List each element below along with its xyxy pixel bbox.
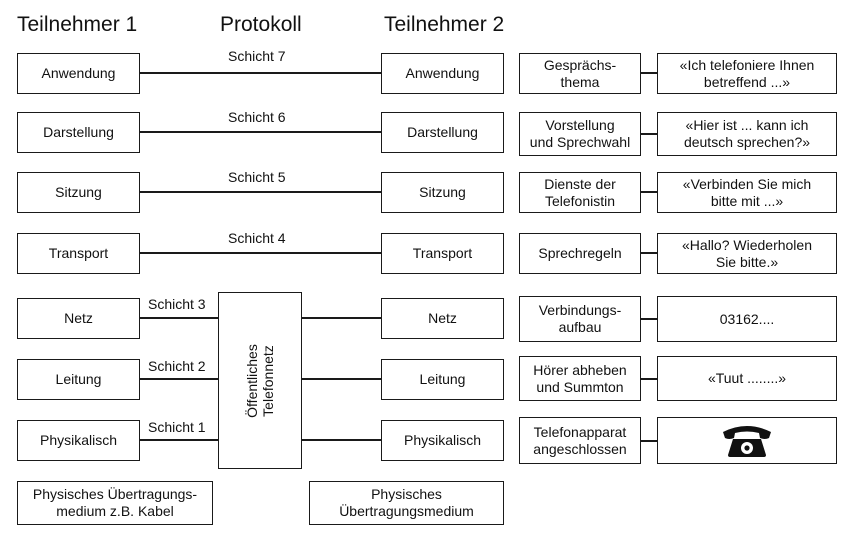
protocol-label-5: Schicht 5	[228, 169, 286, 185]
topic-connector-2	[641, 378, 657, 380]
p1-layer-6: Darstellung	[17, 112, 140, 153]
topic-layer-5: Dienste der Telefonistin	[519, 172, 641, 213]
p2-layer-2: Leitung	[381, 359, 504, 400]
header-participant-1: Teilnehmer 1	[17, 13, 138, 36]
topic-layer-2: Hörer abheben und Summton	[519, 356, 641, 401]
topic-connector-3	[641, 318, 657, 320]
example-layer-6: «Hier ist ... kann ich deutsch sprechen?…	[657, 112, 837, 156]
header-participant-2: Teilnehmer 2	[384, 13, 505, 36]
p2-layer-4: Transport	[381, 233, 504, 274]
protocol-line-7	[140, 72, 381, 74]
p2-layer-1: Physikalisch	[381, 420, 504, 461]
public-telephone-network-label: Öffentliches Telefonnetz	[243, 343, 276, 418]
link-line-1-right	[302, 439, 381, 441]
example-layer-5: «Verbinden Sie mich bitte mit ...»	[657, 172, 837, 213]
protocol-line-5	[140, 191, 381, 193]
link-line-3-right	[302, 317, 381, 319]
example-layer-1	[657, 417, 837, 464]
p1-layer-1: Physikalisch	[17, 420, 140, 461]
p2-layer-5: Sitzung	[381, 172, 504, 213]
topic-connector-5	[641, 191, 657, 193]
topic-layer-3: Verbindungs- aufbau	[519, 296, 641, 342]
p2-layer-7: Anwendung	[381, 53, 504, 94]
example-layer-4: «Hallo? Wiederholen Sie bitte.»	[657, 233, 837, 274]
topic-layer-1: Telefonapparat angeschlossen	[519, 417, 641, 464]
link-line-2-left	[140, 378, 218, 380]
topic-layer-7: Gesprächs- thema	[519, 53, 641, 94]
p2-layer-6: Darstellung	[381, 112, 504, 153]
p1-layer-5: Sitzung	[17, 172, 140, 213]
protocol-label-6: Schicht 6	[228, 109, 286, 125]
topic-connector-7	[641, 72, 657, 74]
topic-connector-4	[641, 252, 657, 254]
p1-layer-3: Netz	[17, 298, 140, 339]
physical-medium-right: Physisches Übertragungsmedium	[309, 481, 504, 525]
example-layer-7: «Ich telefoniere Ihnen betreffend ...»	[657, 53, 837, 94]
link-line-2-right	[302, 378, 381, 380]
link-line-3-left	[140, 317, 218, 319]
p1-layer-2: Leitung	[17, 359, 140, 400]
protocol-line-4	[140, 252, 381, 254]
link-label-3: Schicht 3	[148, 296, 206, 312]
public-telephone-network-box: Öffentliches Telefonnetz	[218, 292, 302, 469]
topic-layer-6: Vorstellung und Sprechwahl	[519, 112, 641, 156]
telephone-icon	[723, 425, 771, 457]
protocol-line-6	[140, 131, 381, 133]
topic-connector-1	[641, 440, 657, 442]
p1-layer-4: Transport	[17, 233, 140, 274]
protocol-label-7: Schicht 7	[228, 48, 286, 64]
example-layer-3: 03162....	[657, 296, 837, 342]
link-line-1-left	[140, 439, 218, 441]
physical-medium-left: Physisches Übertragungs- medium z.B. Kab…	[17, 481, 213, 525]
topic-layer-4: Sprechregeln	[519, 233, 641, 274]
protocol-label-4: Schicht 4	[228, 230, 286, 246]
example-layer-2: «Tuut ........»	[657, 356, 837, 401]
p2-layer-3: Netz	[381, 298, 504, 339]
p1-layer-7: Anwendung	[17, 53, 140, 94]
header-protocol: Protokoll	[220, 13, 302, 36]
link-label-2: Schicht 2	[148, 358, 206, 374]
link-label-1: Schicht 1	[148, 419, 206, 435]
topic-connector-6	[641, 133, 657, 135]
